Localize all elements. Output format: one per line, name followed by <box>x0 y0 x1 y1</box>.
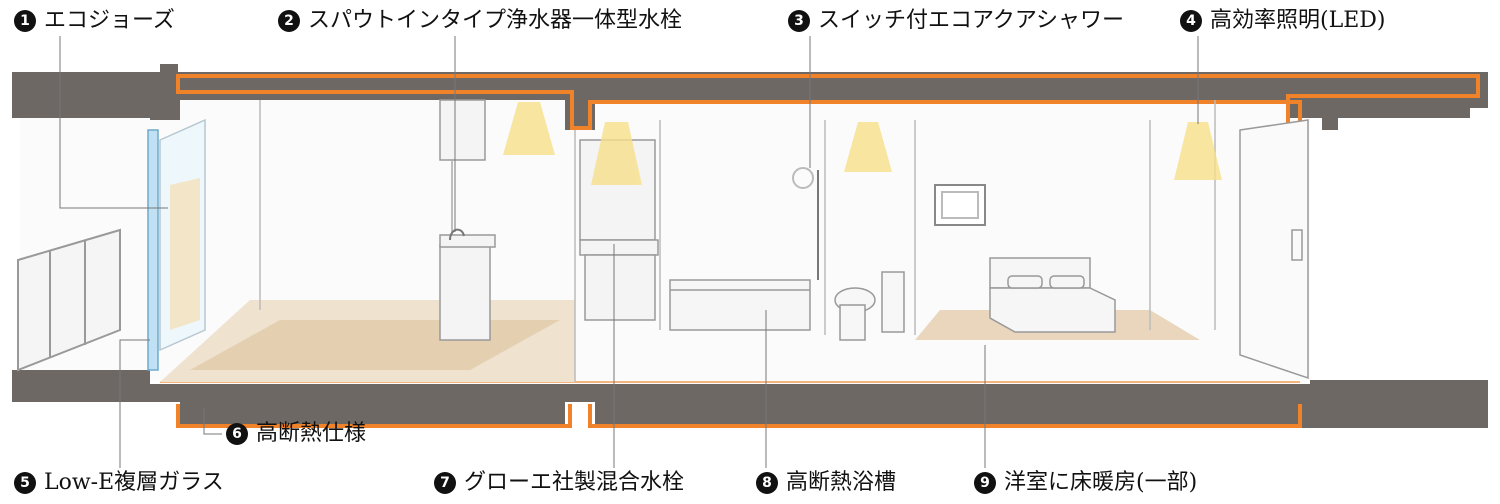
label-grohe-faucet: 7 グローエ社製混合水栓 <box>434 472 684 494</box>
partitions <box>259 100 1216 382</box>
label-number-badge: 4 <box>1180 10 1202 32</box>
vanity-unit <box>579 139 659 321</box>
label-eco-jozu: 1 エコジョーズ <box>14 10 175 32</box>
label-number-badge: 7 <box>434 472 456 494</box>
label-number-badge: 2 <box>278 10 300 32</box>
label-number-badge: 6 <box>226 423 248 445</box>
kitchen-unit <box>439 99 496 341</box>
label-text: スパウトインタイプ浄水器一体型水栓 <box>308 8 683 33</box>
label-floor-heating: 9 洋室に床暖房(一部) <box>974 472 1197 494</box>
label-number-badge: 9 <box>974 472 996 494</box>
door-icon <box>1239 119 1309 380</box>
bathtub <box>669 279 811 331</box>
floor-slab <box>12 370 1488 428</box>
label-text: スイッチ付エコアクアシャワー <box>818 8 1125 33</box>
label-low-e-glass: 5 Low-E複層ガラス <box>14 472 224 494</box>
label-number-badge: 5 <box>14 472 36 494</box>
label-text: グローエ社製混合水栓 <box>464 470 685 495</box>
label-text: Low-E複層ガラス <box>44 470 224 495</box>
label-text: 高断熱浴槽 <box>786 470 897 495</box>
label-text: 高断熱仕様 <box>256 421 367 446</box>
label-insulated-bathtub: 8 高断熱浴槽 <box>756 472 896 494</box>
light-fixture-icon <box>503 102 1222 185</box>
leader-lines <box>59 36 1199 468</box>
label-number-badge: 8 <box>756 472 778 494</box>
toilet-icon <box>834 271 905 341</box>
label-text: エコジョーズ <box>44 8 175 33</box>
label-number-badge: 1 <box>14 10 36 32</box>
floor-insulation <box>176 404 1302 428</box>
label-spout-faucet: 2 スパウトインタイプ浄水器一体型水栓 <box>278 10 682 32</box>
label-eco-aqua-shower: 3 スイッチ付エコアクアシャワー <box>788 10 1124 32</box>
label-text: 洋室に床暖房(一部) <box>1004 470 1198 495</box>
window-glass <box>147 118 206 371</box>
bed-icon <box>989 257 1116 333</box>
faucet-icon <box>449 228 465 241</box>
label-high-insulation: 6 高断熱仕様 <box>226 423 366 445</box>
shower-icon <box>792 167 819 280</box>
label-text: 高効率照明(LED) <box>1210 8 1386 33</box>
label-led-lighting: 4 高効率照明(LED) <box>1180 10 1385 32</box>
ceiling-slab <box>12 64 1488 130</box>
ceiling-insulation <box>176 74 1480 130</box>
label-number-badge: 3 <box>788 10 810 32</box>
bedroom-picture <box>934 184 986 226</box>
balcony-railing <box>17 228 121 372</box>
